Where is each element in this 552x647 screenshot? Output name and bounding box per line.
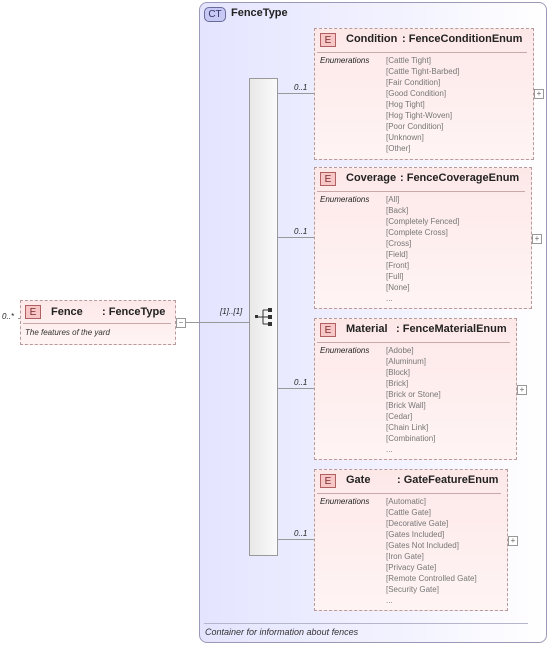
sequence-icon xyxy=(255,308,272,326)
coverage-enum-label: Enumerations xyxy=(320,195,370,204)
root-to-sequence-line xyxy=(186,322,249,323)
material-name: Material xyxy=(346,323,388,335)
enum-value: [Combination] xyxy=(386,434,436,443)
enum-value: [Block] xyxy=(386,368,411,377)
enum-value: [Brick] xyxy=(386,379,409,388)
root-element-type: : FenceType xyxy=(102,306,166,318)
gate-name: Gate xyxy=(346,474,371,486)
element-gate[interactable] xyxy=(314,469,508,611)
enum-value: [Adobe] xyxy=(386,346,414,355)
enum-value: [Cross] xyxy=(386,239,412,248)
material-expand-icon[interactable]: + xyxy=(517,385,527,395)
enum-value: [Security Gate] xyxy=(386,585,439,594)
gate-multiplicity: 0..1 xyxy=(294,529,308,538)
enum-value: [Hog Tight] xyxy=(386,100,425,109)
condition-badge: E xyxy=(320,33,336,47)
element-coverage[interactable] xyxy=(314,167,532,309)
gate-badge: E xyxy=(320,474,336,488)
enum-value: ... xyxy=(386,445,393,454)
material-enum-label: Enumerations xyxy=(320,346,370,355)
root-element-name: Fence xyxy=(51,306,83,318)
sequence-multiplicity: [1]..[1] xyxy=(220,307,243,316)
root-connector xyxy=(18,318,20,319)
material-separator xyxy=(317,342,510,343)
enum-value: [Field] xyxy=(386,250,408,259)
enum-value: [Complete Cross] xyxy=(386,228,448,237)
enum-value: [Cattle Tight-Barbed] xyxy=(386,67,460,76)
enum-value: [Good Condition] xyxy=(386,89,447,98)
enum-value: [Other] xyxy=(386,144,411,153)
gate-expand-icon[interactable]: + xyxy=(508,536,518,546)
enum-value: [Fair Condition] xyxy=(386,78,441,87)
enum-value: [Automatic] xyxy=(386,497,427,506)
enum-value: [Front] xyxy=(386,261,410,270)
gate-type: : GateFeatureEnum xyxy=(397,474,499,486)
condition-connector xyxy=(278,93,314,94)
coverage-enum-list: [All] [Back] [Completely Fenced] [Comple… xyxy=(386,194,459,304)
enum-value: ... xyxy=(386,596,393,605)
condition-type: : FenceConditionEnum xyxy=(402,33,523,45)
enum-value: [Remote Controlled Gate] xyxy=(386,574,477,583)
coverage-badge: E xyxy=(320,172,336,186)
condition-expand-icon[interactable]: + xyxy=(534,89,544,99)
enum-value: ... xyxy=(386,294,393,303)
complex-type-separator xyxy=(204,623,528,624)
enum-value: [Aluminum] xyxy=(386,357,427,366)
enum-value: [Poor Condition] xyxy=(386,122,444,131)
enum-value: [Iron Gate] xyxy=(386,552,424,561)
enum-value: [All] xyxy=(386,195,400,204)
root-element-separator xyxy=(23,323,171,324)
enum-value: [Cattle Tight] xyxy=(386,56,431,65)
root-element-documentation: The features of the yard xyxy=(25,328,110,337)
gate-enum-list: [Automatic] [Cattle Gate] [Decorative Ga… xyxy=(386,496,477,606)
root-multiplicity: 0..* xyxy=(2,312,15,321)
enum-value: [Completely Fenced] xyxy=(386,217,460,226)
enum-value: [Unknown] xyxy=(386,133,424,142)
condition-enum-list: [Cattle Tight] [Cattle Tight-Barbed] [Fa… xyxy=(386,55,459,154)
enum-value: [Chain Link] xyxy=(386,423,429,432)
material-connector xyxy=(278,388,314,389)
coverage-separator xyxy=(317,191,525,192)
enum-value: [Cedar] xyxy=(386,412,413,421)
enum-value: [Gates Not Included] xyxy=(386,541,459,550)
root-element-fence[interactable] xyxy=(20,300,176,345)
material-badge: E xyxy=(320,323,336,337)
enum-value: [Brick Wall] xyxy=(386,401,426,410)
enum-value: [Hog Tight-Woven] xyxy=(386,111,453,120)
enum-value: [Back] xyxy=(386,206,409,215)
complex-type-documentation: Container for information about fences xyxy=(205,627,359,637)
condition-enum-label: Enumerations xyxy=(320,56,370,65)
gate-enum-label: Enumerations xyxy=(320,497,370,506)
material-multiplicity: 0..1 xyxy=(294,378,308,387)
coverage-expand-icon[interactable]: + xyxy=(532,234,542,244)
element-condition[interactable] xyxy=(314,28,534,160)
sequence-compositor[interactable] xyxy=(249,78,278,556)
enum-value: [None] xyxy=(386,283,410,292)
coverage-connector xyxy=(278,237,314,238)
enum-value: [Decorative Gate] xyxy=(386,519,449,528)
complex-type-badge: CT xyxy=(204,7,226,22)
gate-separator xyxy=(317,493,501,494)
condition-separator xyxy=(317,52,527,53)
material-type: : FenceMaterialEnum xyxy=(396,323,507,335)
enum-value: [Brick or Stone] xyxy=(386,390,441,399)
enum-value: [Full] xyxy=(386,272,404,281)
enum-value: [Gates Included] xyxy=(386,530,445,539)
coverage-type: : FenceCoverageEnum xyxy=(400,172,520,184)
coverage-name: Coverage xyxy=(346,172,397,184)
enum-value: [Cattle Gate] xyxy=(386,508,431,517)
coverage-multiplicity: 0..1 xyxy=(294,227,308,236)
element-material[interactable] xyxy=(314,318,517,460)
condition-multiplicity: 0..1 xyxy=(294,83,308,92)
root-element-badge: E xyxy=(25,305,41,319)
complex-type-title: FenceType xyxy=(231,7,288,19)
condition-name: Condition xyxy=(346,33,398,45)
root-collapse-icon[interactable]: − xyxy=(176,318,186,328)
enum-value: [Privacy Gate] xyxy=(386,563,437,572)
gate-connector xyxy=(278,539,314,540)
material-enum-list: [Adobe] [Aluminum] [Block] [Brick] [Bric… xyxy=(386,345,441,455)
